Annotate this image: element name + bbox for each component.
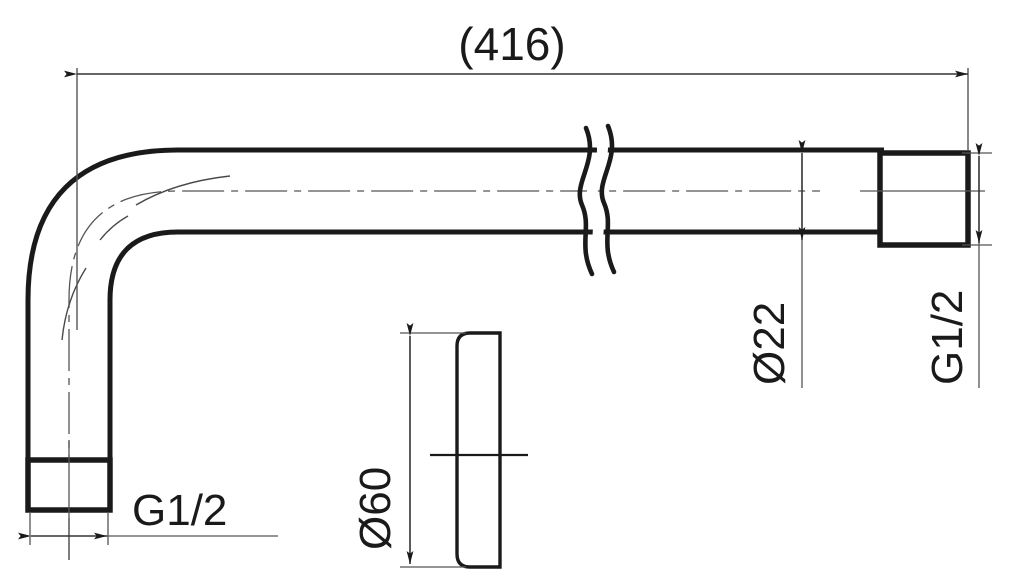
bore-hidden-tick-3 (61, 267, 87, 341)
flange-profile-view (400, 323, 528, 569)
outlet-thread-dimension (962, 143, 992, 388)
pipe-inner-contour (107, 229, 884, 470)
break-symbol (577, 123, 617, 277)
label-flange-diameter: Ø60 (351, 467, 400, 550)
inlet-thread-dimension (18, 512, 278, 545)
overall-length-dimension (64, 68, 969, 330)
main-view-pipe-body (25, 123, 985, 560)
label-overall-length: (416) (458, 18, 565, 70)
bore-hidden-tick-2 (135, 175, 231, 206)
label-outlet-thread: G1/2 (923, 290, 972, 385)
pipe-centerline (68, 190, 820, 560)
bore-hidden-tick-1 (99, 215, 129, 241)
label-pipe-diameter: Ø22 (745, 302, 794, 385)
outlet-thread-collar (877, 150, 971, 248)
label-inlet-thread: G1/2 (132, 486, 227, 535)
flange-outline (455, 331, 502, 569)
pipe-outer-contour (25, 147, 884, 470)
